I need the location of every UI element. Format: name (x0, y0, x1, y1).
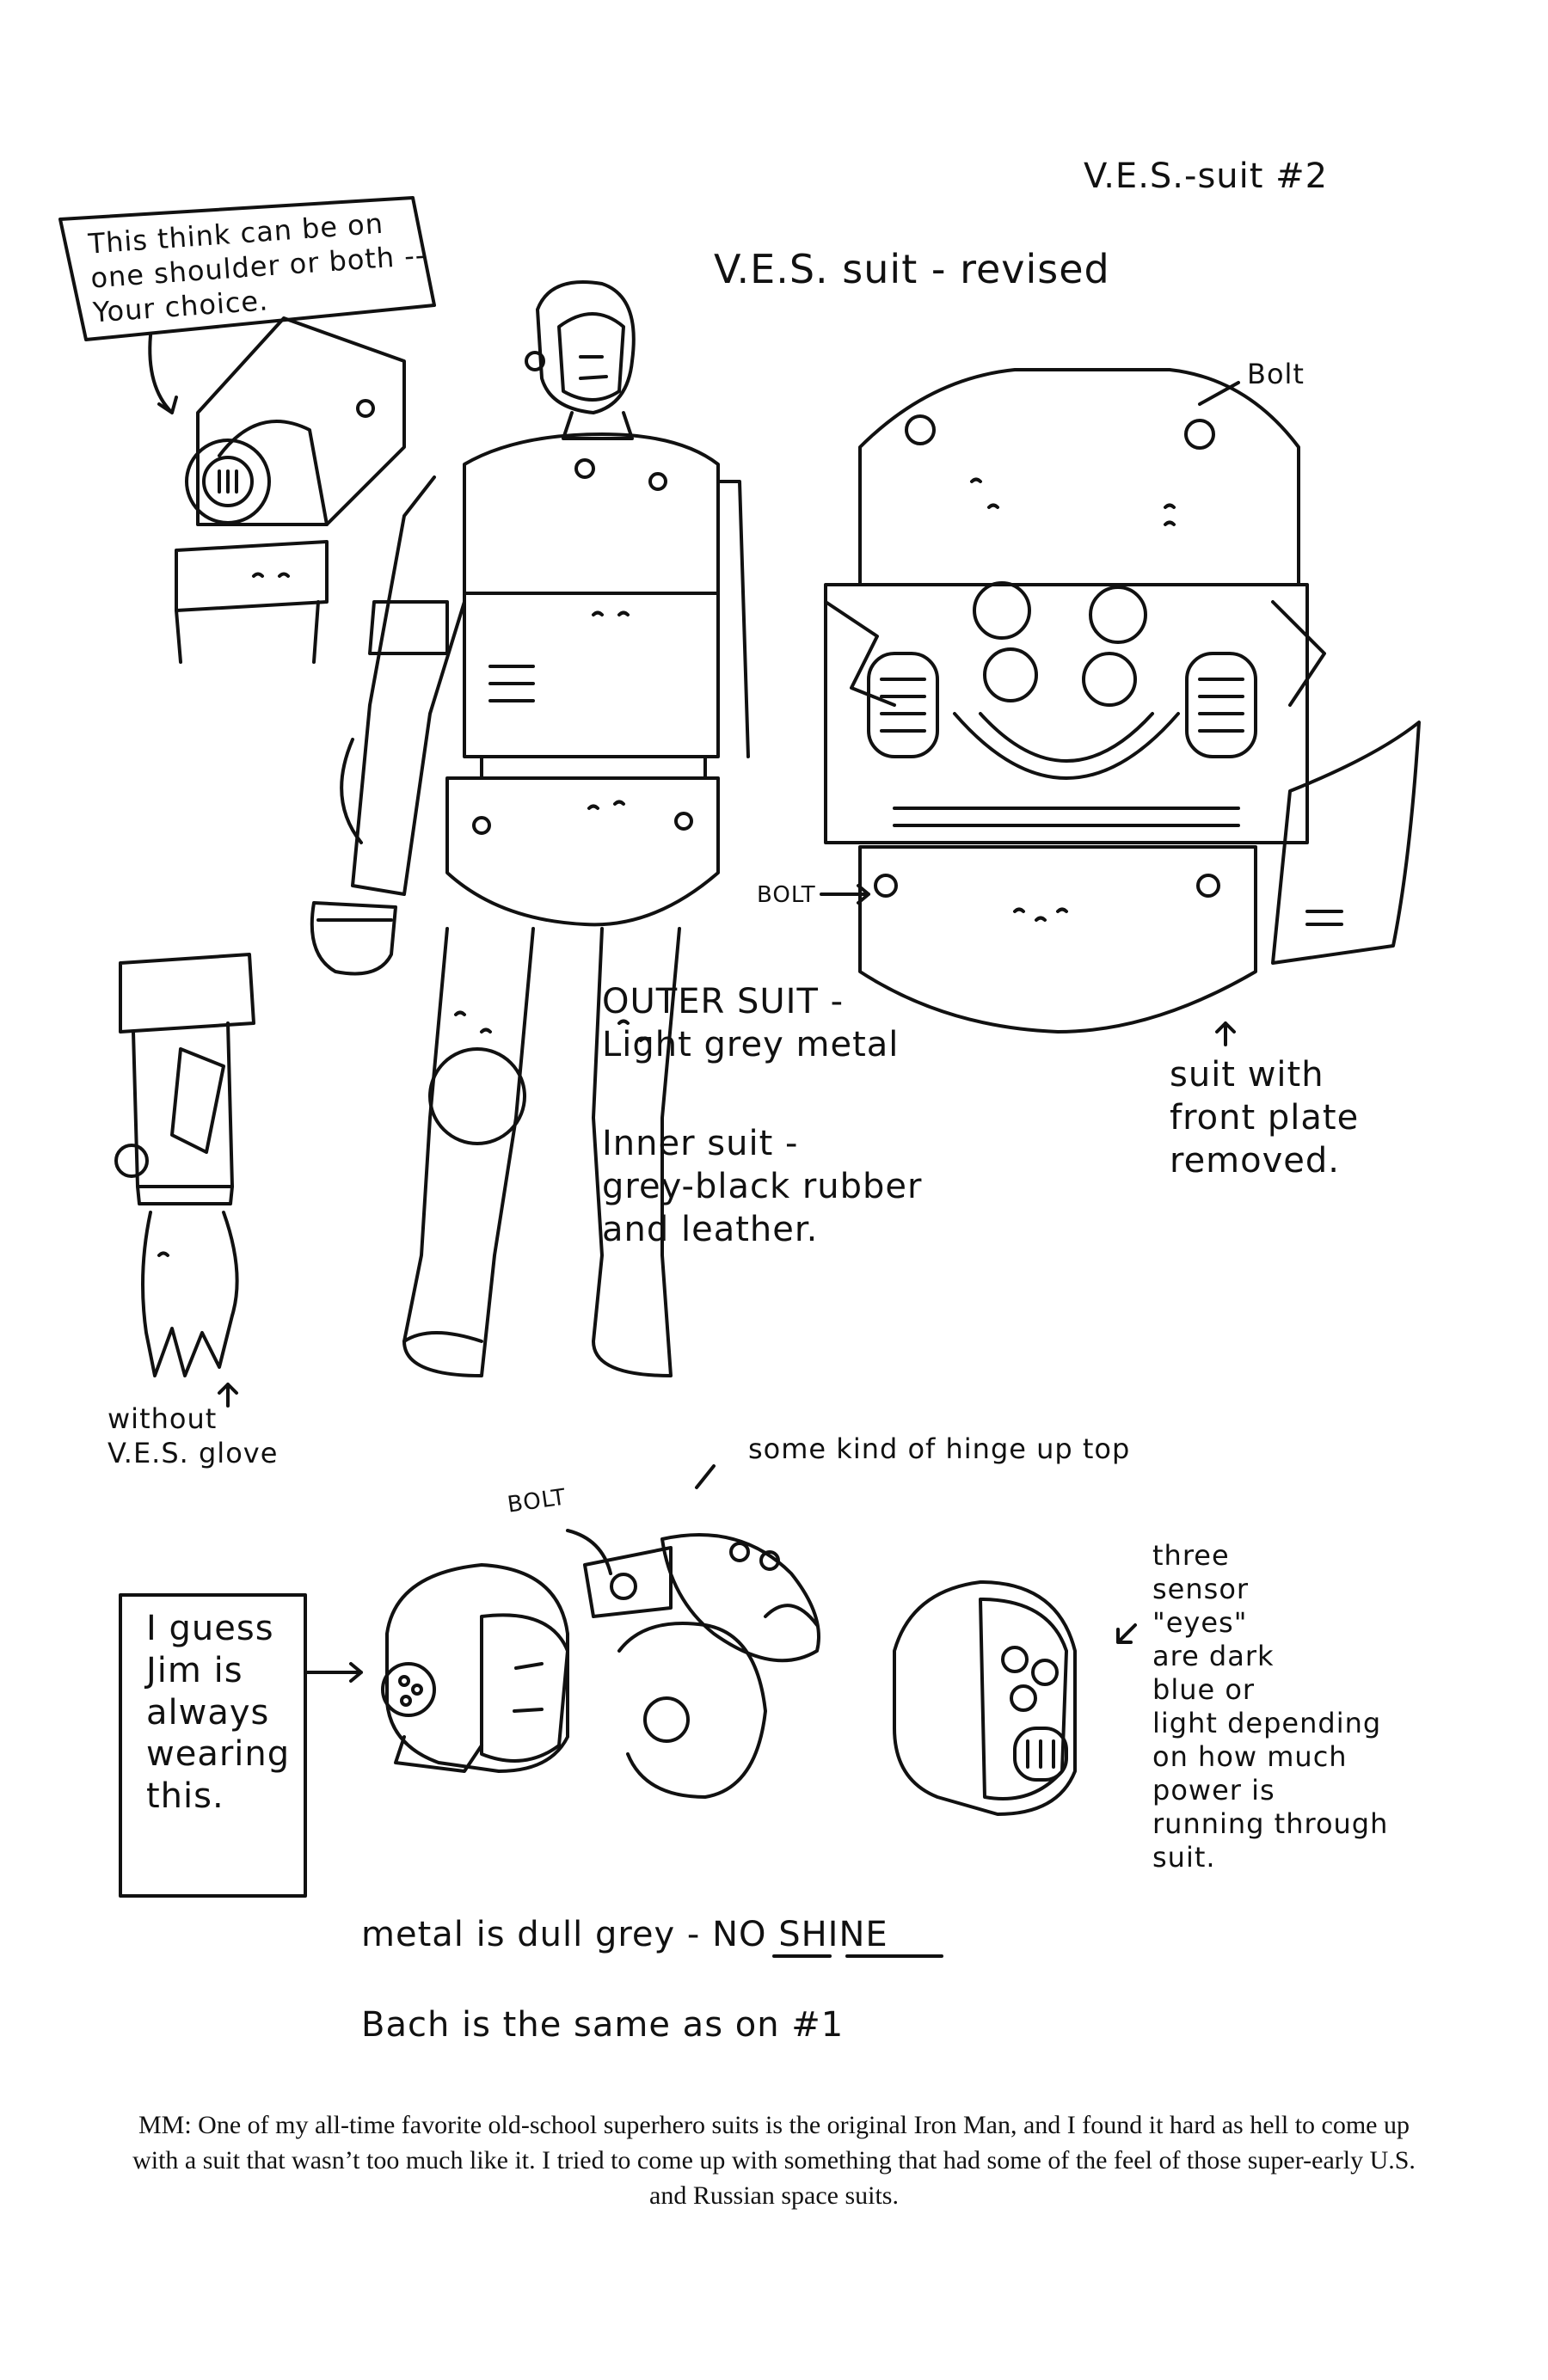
suit-sketch-drawing (0, 0, 1548, 2098)
back-note: Bach is the same as on #1 (361, 2005, 845, 2045)
front-plate-note: suit with front plate removed. (1170, 1055, 1360, 1181)
helmet-side-sketch (894, 1582, 1135, 1814)
page-tag: V.E.S.-suit #2 (1084, 156, 1329, 196)
main-title: V.E.S. suit - revised (714, 246, 1110, 292)
metal-note-prefix: metal is dull grey - (361, 1915, 713, 1954)
jim-note: I guess Jim is always wearing this. (146, 1609, 291, 1817)
shoulder-note-arrow (150, 335, 176, 413)
front-plate-removed-sketch (821, 370, 1419, 1045)
metal-note: metal is dull grey - NO SHINE (361, 1913, 888, 1956)
bolt-label-top: Bolt (1247, 358, 1305, 390)
jim-note-box (120, 1595, 305, 1896)
sensor-eyes-note: three sensor "eyes" are dark blue or lig… (1152, 1539, 1389, 1874)
without-glove-note: without V.E.S. glove (108, 1402, 279, 1469)
shoulder-note-box (60, 198, 434, 340)
shoulder-thruster-sketch (176, 318, 404, 662)
metal-note-no: NO (712, 1915, 767, 1954)
helmet-open-sketch (568, 1466, 819, 1797)
full-body-figure-sketch (312, 282, 748, 1376)
helmet-front-sketch (305, 1565, 568, 1771)
arm-without-glove-sketch (116, 954, 254, 1406)
outer-suit-note: OUTER SUIT - Light grey metal (602, 982, 900, 1064)
page-caption: MM: One of my all-time favorite old-scho… (132, 2111, 1416, 2210)
bolt-label-mid: BOLT (757, 882, 816, 908)
metal-note-shine: SHINE (778, 1915, 888, 1954)
inner-suit-note: Inner suit - grey-black rubber and leath… (602, 1124, 923, 1249)
hinge-note: some kind of hinge up top (748, 1432, 1131, 1465)
